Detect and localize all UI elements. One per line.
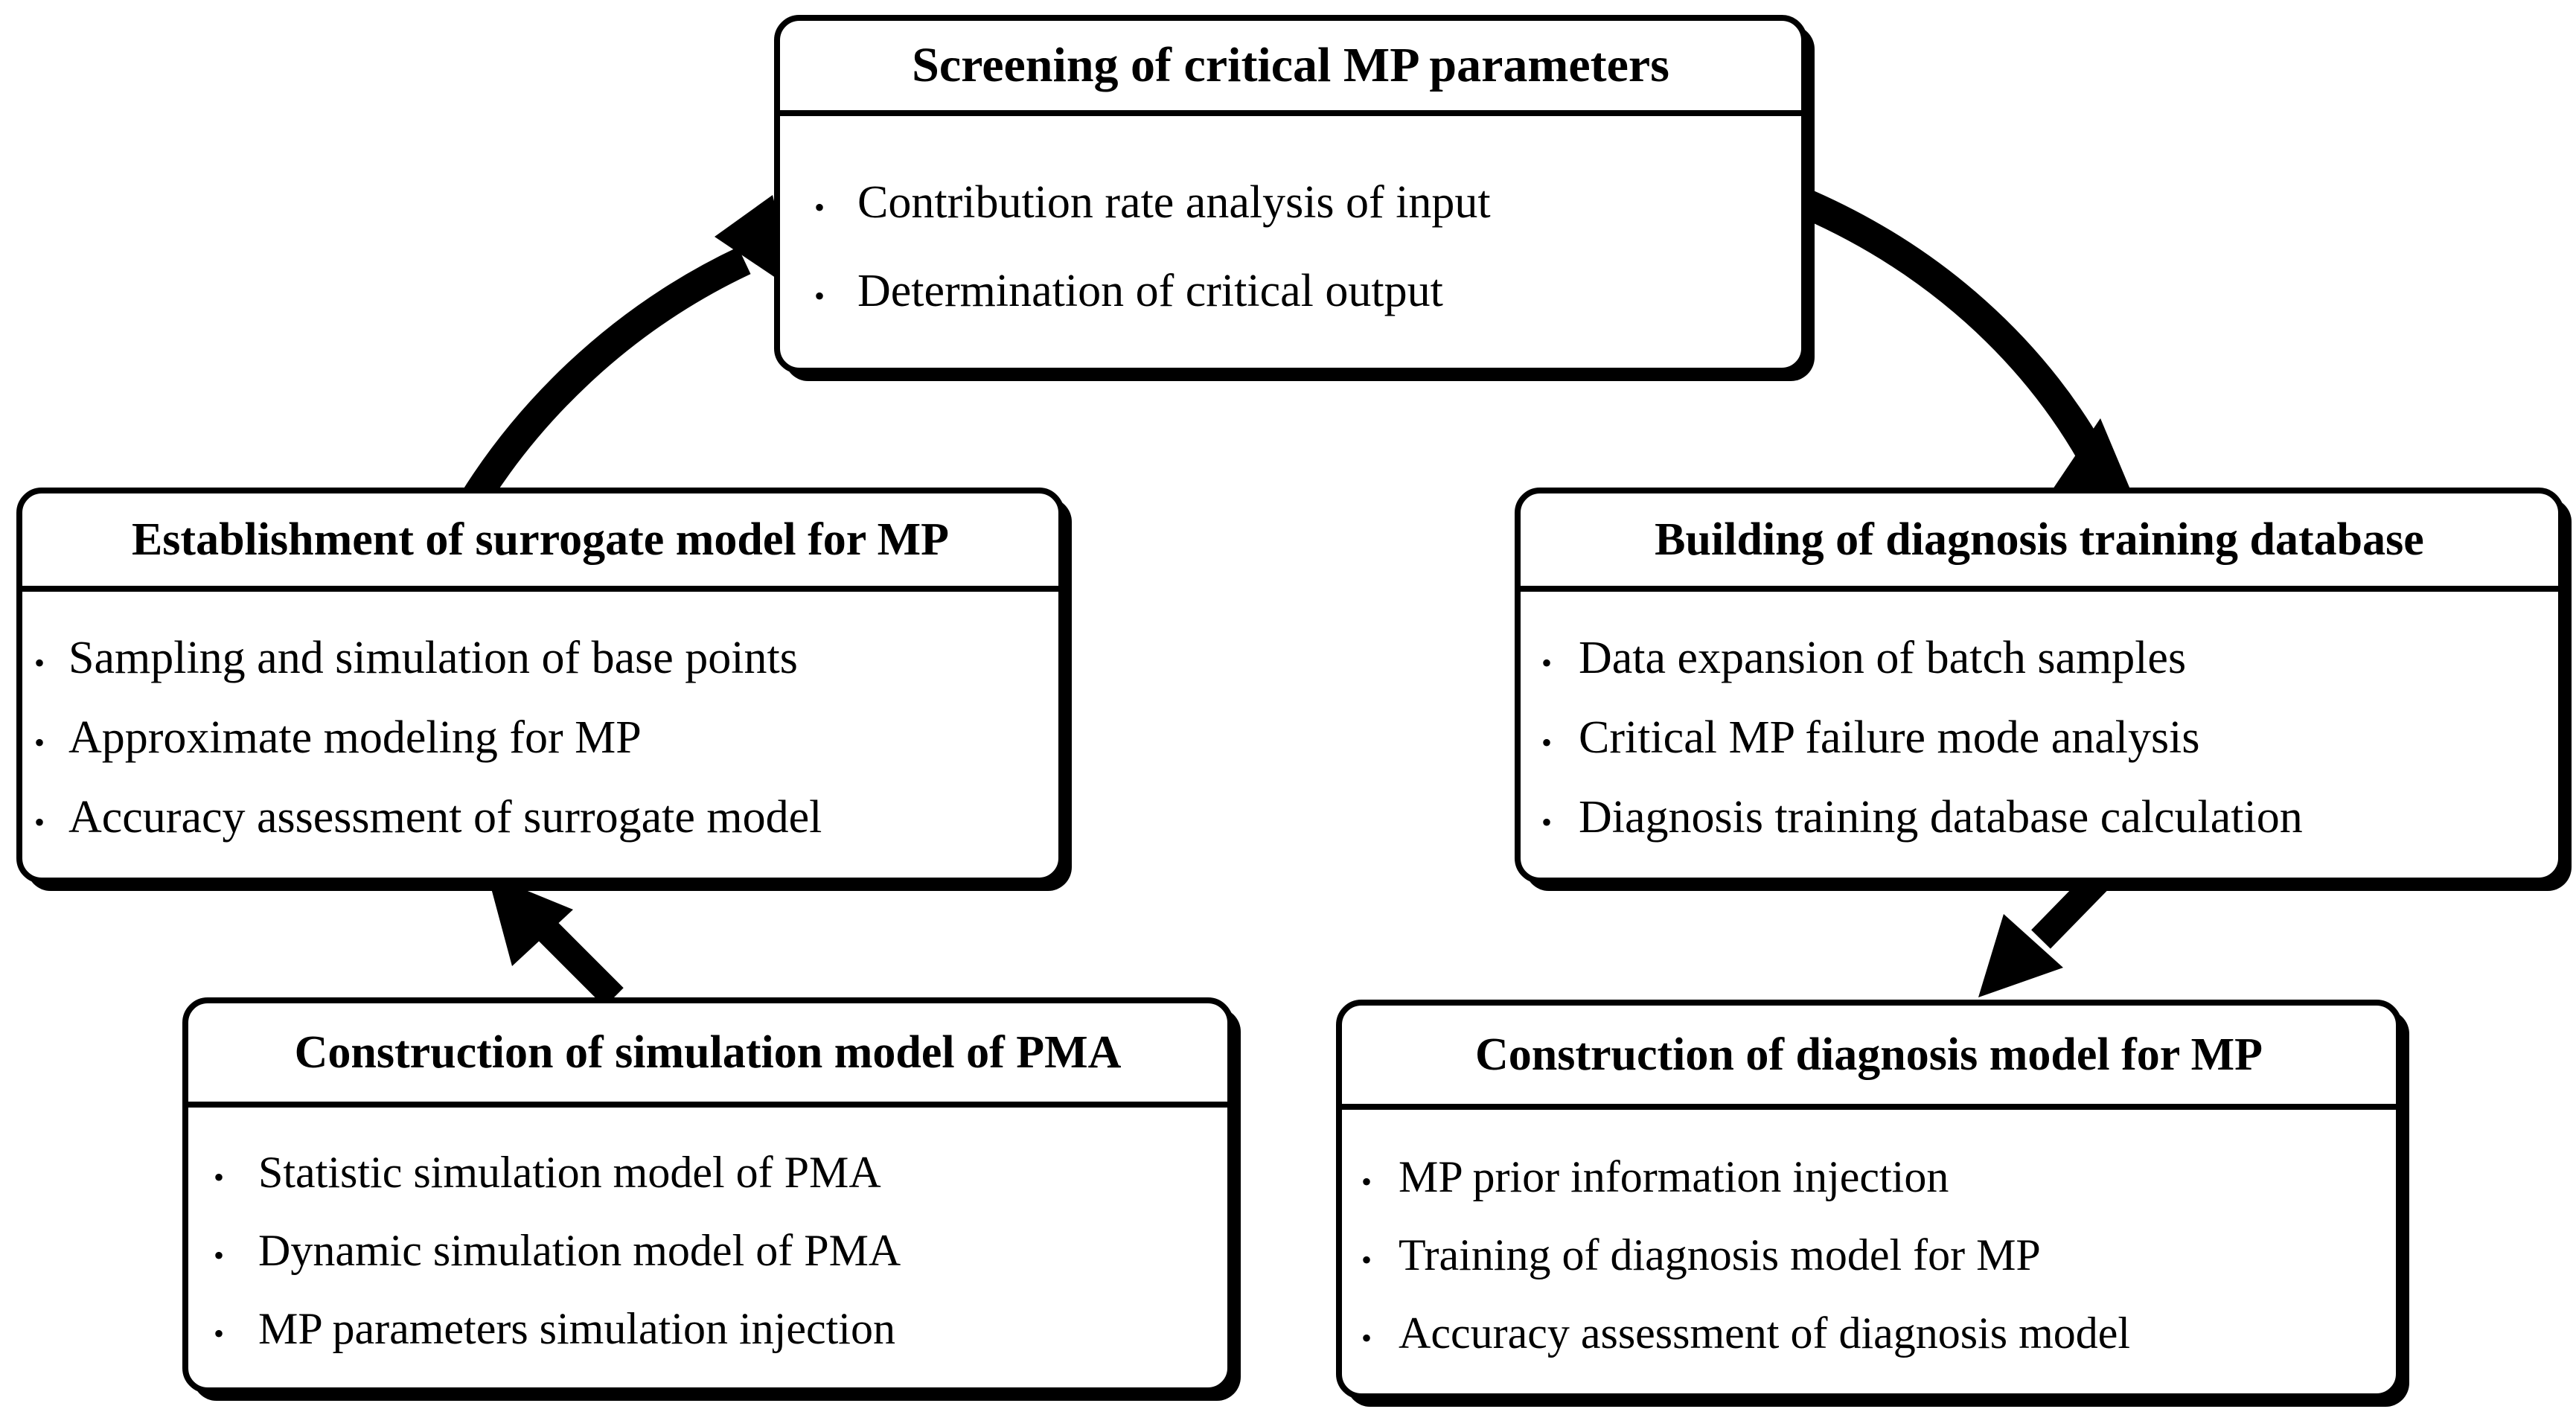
bullet-icon: • (1541, 805, 1553, 839)
node-surrogate-body: • Sampling and simulation of base points… (22, 592, 1058, 878)
arrow-screening-to-database (1802, 191, 2144, 521)
list-item: • Contribution rate analysis of input (814, 176, 1801, 229)
bullet-icon: • (34, 805, 45, 839)
list-item: • Accuracy assessment of diagnosis model (1361, 1308, 2396, 1359)
list-item: • Accuracy assessment of surrogate model (34, 791, 1058, 844)
list-item-label: Diagnosis training database calculation (1579, 791, 2303, 843)
node-screening-body: • Contribution rate analysis of input • … (780, 116, 1801, 368)
list-item-label: Dynamic simulation model of PMA (258, 1225, 901, 1275)
node-screening-title: Screening of critical MP parameters (780, 21, 1801, 116)
bullet-icon: • (1361, 1165, 1372, 1198)
bullet-icon: • (1541, 645, 1553, 680)
bullet-icon: • (214, 1160, 225, 1194)
node-database-body: • Data expansion of batch samples • Crit… (1521, 592, 2558, 878)
node-simulation-title: Construction of simulation model of PMA (188, 1003, 1227, 1108)
list-item-label: Sampling and simulation of base points (68, 632, 798, 683)
list-item-label: Critical MP failure mode analysis (1579, 712, 2200, 763)
list-item-label: MP prior information injection (1399, 1152, 1949, 1201)
bullet-icon: • (1361, 1243, 1372, 1277)
list-item: • Data expansion of batch samples (1541, 632, 2558, 685)
bullet-icon: • (1541, 725, 1553, 759)
list-item-label: MP parameters simulation injection (258, 1303, 895, 1353)
bullet-icon: • (34, 645, 45, 680)
node-diagnosis-body: • MP prior information injection • Train… (1342, 1110, 2396, 1393)
list-item: • Critical MP failure mode analysis (1541, 712, 2558, 764)
list-item: • MP parameters simulation injection (214, 1303, 1227, 1355)
list-item-label: Training of diagnosis model for MP (1399, 1230, 2041, 1279)
node-surrogate-title: Establishment of surrogate model for MP (22, 493, 1058, 592)
node-simulation[interactable]: Construction of simulation model of PMA … (182, 997, 1233, 1393)
bullet-icon: • (1361, 1321, 1372, 1355)
node-simulation-body: • Statistic simulation model of PMA • Dy… (188, 1108, 1227, 1387)
arrow-simulation-to-surrogate (488, 875, 624, 1007)
list-item-label: Accuracy assessment of diagnosis model (1399, 1309, 2131, 1358)
list-item-label: Contribution rate analysis of input (857, 177, 1491, 228)
node-screening[interactable]: Screening of critical MP parameters • Co… (774, 15, 1807, 374)
list-item: • Dynamic simulation model of PMA (214, 1225, 1227, 1277)
list-item: • Diagnosis training database calculatio… (1541, 791, 2558, 844)
bullet-icon: • (814, 191, 825, 224)
list-item-label: Approximate modeling for MP (68, 712, 642, 763)
node-diagnosis-title: Construction of diagnosis model for MP (1342, 1006, 2396, 1110)
list-item: • Sampling and simulation of base points (34, 632, 1058, 685)
list-item-label: Determination of critical output (857, 266, 1443, 316)
list-item: • Approximate modeling for MP (34, 712, 1058, 764)
list-item-label: Statistic simulation model of PMA (258, 1147, 881, 1197)
bullet-icon: • (214, 1238, 225, 1272)
bullet-icon: • (34, 725, 45, 759)
list-item: • Determination of critical output (814, 265, 1801, 318)
node-diagnosis[interactable]: Construction of diagnosis model for MP •… (1336, 1000, 2402, 1399)
list-item: • Training of diagnosis model for MP (1361, 1230, 2396, 1281)
list-item-label: Data expansion of batch samples (1579, 632, 2187, 683)
node-database-title: Building of diagnosis training database (1521, 493, 2558, 592)
bullet-icon: • (814, 279, 825, 313)
arrow-database-to-diagnosis (1978, 869, 2110, 997)
node-surrogate[interactable]: Establishment of surrogate model for MP … (16, 488, 1064, 884)
arrow-surrogate-to-screening (448, 195, 796, 528)
list-item: • MP prior information injection (1361, 1151, 2396, 1203)
node-database[interactable]: Building of diagnosis training database … (1515, 488, 2564, 884)
list-item: • Statistic simulation model of PMA (214, 1147, 1227, 1198)
bullet-icon: • (214, 1316, 225, 1350)
list-item-label: Accuracy assessment of surrogate model (68, 791, 822, 843)
